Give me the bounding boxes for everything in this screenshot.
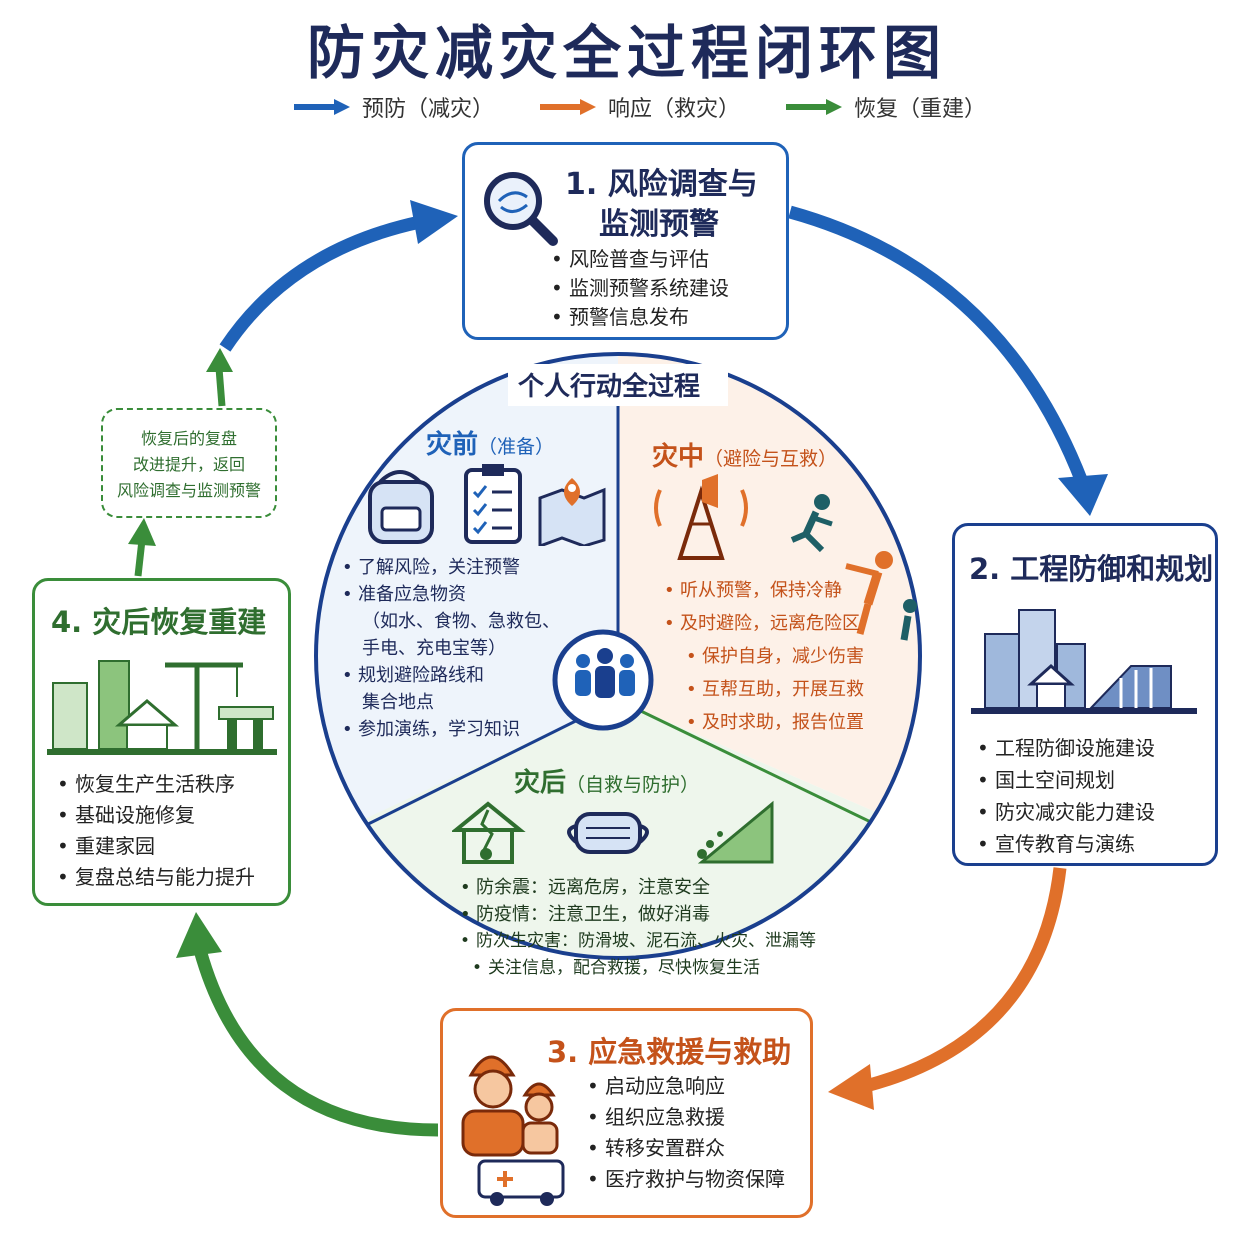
legend: 预防（减灾） 响应（救灾） 恢复（重建） [0, 90, 1254, 124]
list-item: 互帮互助，开展互救 [684, 673, 864, 706]
list-item: 重建家园 [53, 831, 255, 862]
stage3-list: 启动应急响应 组织应急救援 转移安置群众 医疗救护与物资保障 [583, 1071, 785, 1195]
magnifier-icon [484, 172, 558, 246]
list-item: 医疗救护与物资保障 [583, 1164, 785, 1195]
list-item: 启动应急响应 [583, 1071, 785, 1102]
orange-arrow-icon [540, 99, 596, 115]
rescuer-ambulance-icon [461, 1055, 565, 1206]
arrow-head-stage3 [828, 1064, 874, 1110]
list-item: 了解风险，关注预警 [340, 554, 560, 581]
list-item: 工程防御设施建设 [973, 732, 1155, 764]
list-item: 监测预警系统建设 [547, 274, 729, 303]
preparation-icons [368, 464, 606, 546]
list-item: 风险普查与评估 [547, 245, 729, 274]
note-line: 恢复后的复盘 [140, 429, 237, 448]
list-item: 防疫情：注意卫生，做好消毒 [458, 901, 816, 928]
legend-label: 预防（减灾） [362, 97, 495, 122]
stage1-list: 风险普查与评估 监测预警系统建设 预警信息发布 [547, 245, 729, 332]
list-item: 准备应急物资 [340, 581, 560, 608]
helping-person-icon [845, 551, 917, 641]
legend-item-recovery: 恢复（重建） [784, 90, 986, 124]
list-item: 基础设施修复 [53, 800, 255, 831]
arrow-stage2-to-stage3 [864, 867, 1067, 1093]
arrow-stage1-to-stage2 [788, 205, 1089, 485]
list-item: 复盘总结与能力提升 [53, 862, 255, 893]
list-item-continued: 手电、充电宝等） [362, 638, 506, 659]
list-item: 防灾减灾能力建设 [973, 796, 1155, 828]
feedback-note: 恢复后的复盘 改进提升，返回 风险调查与监测预警 [101, 408, 277, 518]
face-mask-icon [567, 812, 649, 854]
list-item: 组织应急救援 [583, 1102, 785, 1133]
arrow-green-up-2 [134, 539, 146, 577]
stage3-rescue-box: 3. 应急救援与救助 启动应急响应 组织应急救援 转移安置群众 医疗救护与物资保… [440, 1008, 813, 1218]
blue-arrow-icon [294, 99, 350, 115]
legend-item-response: 响应（救灾） [538, 90, 740, 124]
note-line: 风险调查与监测预警 [116, 481, 261, 500]
list-item: 防余震：远离危房，注意安全 [458, 874, 816, 901]
warning-tower-icon [654, 474, 748, 560]
note-line: 改进提升，返回 [132, 455, 245, 474]
green-arrow-icon [786, 99, 842, 115]
stage3-title: 3. 应急救援与救助 [547, 1035, 792, 1069]
list-item: 及时求助，报告位置 [684, 706, 864, 739]
backpack-icon [368, 470, 434, 544]
stage4-title: 4. 灾后恢复重建 [51, 605, 267, 639]
checklist-icon [464, 464, 522, 544]
personal-title: 个人行动全过程 [518, 372, 701, 402]
stage2-list: 工程防御设施建设 国土空间规划 防灾减灾能力建设 宣传教育与演练 [973, 732, 1155, 860]
list-item: 保护自身，减少伤害 [684, 640, 864, 673]
stage4-recovery-box: 4. 灾后恢复重建 恢复生产生活秩序 基础设施修复 重建家园 复盘总结与能力提升 [32, 578, 291, 906]
arrow-head-stage2 [1058, 474, 1108, 516]
stage1-title-line1: 1. 风险调查与 [565, 167, 758, 202]
during-title: 灾中（避险与互救） [652, 442, 838, 472]
protection-icons [452, 800, 774, 864]
landslide-icon [697, 800, 774, 864]
list-item: 预警信息发布 [547, 303, 729, 332]
arrow-head-stage4 [176, 912, 222, 958]
stage2-title: 2. 工程防御和规划 [969, 552, 1214, 586]
stage1-title-line2: 监测预警 [599, 207, 719, 242]
arrow-green-up-1 [215, 367, 226, 407]
cracked-house-icon [452, 801, 526, 864]
list-item: 国土空间规划 [973, 764, 1155, 796]
legend-label: 响应（救灾） [608, 97, 741, 122]
list-item: 规划避险路线和 [340, 662, 560, 689]
after-title: 灾后（自救与防护） [514, 768, 700, 798]
list-item: 听从预警，保持冷静 [662, 574, 864, 607]
list-item: 关注信息，配合救援，尽快恢复生活 [470, 955, 816, 982]
reconstruction-icon [47, 660, 277, 755]
page-title: 防灾减灾全过程闭环图 [306, 19, 947, 87]
after-list: 防余震：远离危房，注意安全 防疫情：注意卫生，做好消毒 防次生灾害：防滑坡、泥石… [458, 874, 816, 982]
list-item: 恢复生产生活秩序 [53, 769, 255, 800]
family-icon [575, 648, 635, 698]
list-item: 参加演练，学习知识 [340, 716, 560, 743]
during-list: 听从预警，保持冷静 及时避险，远离危险区 保护自身，减少伤害 互帮互助，开展互救… [662, 574, 864, 739]
stage4-list: 恢复生产生活秩序 基础设施修复 重建家园 复盘总结与能力提升 [53, 769, 255, 893]
arrow-head-stage1 [410, 200, 458, 244]
city-dam-icon [971, 609, 1197, 714]
evacuation-icons [654, 474, 917, 641]
map-pin-icon [538, 478, 606, 546]
running-person-icon [790, 494, 833, 553]
stage2-engineering-box: 2. 工程防御和规划 工程防御设施建设 国土空间规划 防灾减灾能力建设 宣传教育… [952, 523, 1218, 866]
list-item: 及时避险，远离危险区 [662, 607, 864, 640]
arrow-stage3-to-stage4 [193, 948, 439, 1137]
list-item-continued: （如水、食物、急救包、 [362, 611, 560, 632]
before-list: 了解风险，关注预警 准备应急物资 （如水、食物、急救包、 手电、充电宝等） 规划… [340, 554, 560, 743]
list-item: 转移安置群众 [583, 1133, 785, 1164]
list-item-continued: 集合地点 [362, 692, 434, 713]
arrow-note-to-stage1 [219, 215, 422, 352]
before-title: 灾前（准备） [426, 430, 555, 460]
list-item: 宣传教育与演练 [973, 828, 1155, 860]
legend-label: 恢复（重建） [854, 97, 987, 122]
list-item: 防次生灾害：防滑坡、泥石流、火灾、泄漏等 [458, 928, 816, 955]
legend-item-prevention: 预防（减灾） [292, 90, 494, 124]
stage1-risk-survey-box: 1. 风险调查与 监测预警 风险普查与评估 监测预警系统建设 预警信息发布 [462, 142, 789, 340]
